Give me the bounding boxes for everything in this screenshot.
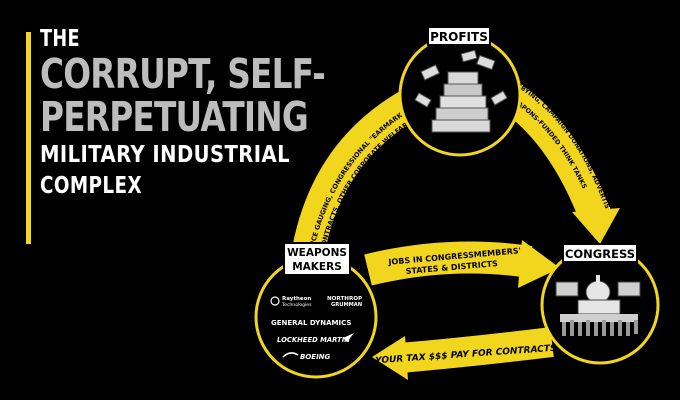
congress-label: CONGRESS xyxy=(565,247,635,261)
node-profits: PROFITS xyxy=(398,26,522,157)
arrow-congress-to-weapons: YOUR TAX $$$ PAY FOR CONTRACTS xyxy=(372,327,557,380)
weapons-label-1: WEAPONS xyxy=(287,247,347,259)
general-dynamics-logo: GENERAL DYNAMICS xyxy=(271,319,351,327)
node-congress: CONGRESS xyxy=(540,243,660,365)
main-title: THE CORRUPT, SELF- PERPETUATING MILITARY… xyxy=(40,28,397,198)
title-line-5: COMPLEX xyxy=(40,173,142,199)
title-line-4: MILITARY INDUSTRIAL xyxy=(40,142,290,168)
node-weapons-makers: WEAPONS MAKERS Raytheon Technologies NOR… xyxy=(254,242,378,379)
arrow-weapons-to-congress: JOBS IN CONGRESSMEMBERS' STATES & DISTRI… xyxy=(364,240,560,288)
northrop-name: NORTHROP xyxy=(327,296,362,302)
raytheon-sub: Technologies xyxy=(281,302,312,308)
arrowhead-congress-icon xyxy=(572,208,620,244)
boeing-mark-icon xyxy=(282,352,299,358)
northrop-logo: NORTHROP GRUMMAN xyxy=(327,296,362,308)
title-line-3: PERPETUATING xyxy=(40,93,309,141)
title-line-1: THE xyxy=(40,26,80,52)
lockheed-logo: LOCKHEED MARTIN xyxy=(277,333,354,344)
northrop-sub: GRUMMAN xyxy=(331,302,362,308)
lockheed-star-icon xyxy=(343,333,354,342)
lockheed-name: LOCKHEED MARTIN xyxy=(277,336,350,344)
money-pile-icon xyxy=(414,49,508,133)
weapons-label-2: MAKERS xyxy=(292,261,342,273)
capitol-building-icon xyxy=(555,275,641,336)
boeing-name: BOEING xyxy=(300,353,331,361)
boeing-logo: BOEING xyxy=(282,352,331,361)
title-line-2: CORRUPT, SELF- xyxy=(40,50,326,98)
raytheon-name: Raytheon xyxy=(282,296,311,302)
profits-label: PROFITS xyxy=(430,30,488,44)
arrowhead-congress-2-icon xyxy=(518,240,560,288)
raytheon-logo: Raytheon Technologies xyxy=(270,296,312,308)
title-accent-bar xyxy=(26,32,31,244)
arrowhead-weapons-icon xyxy=(372,336,408,380)
